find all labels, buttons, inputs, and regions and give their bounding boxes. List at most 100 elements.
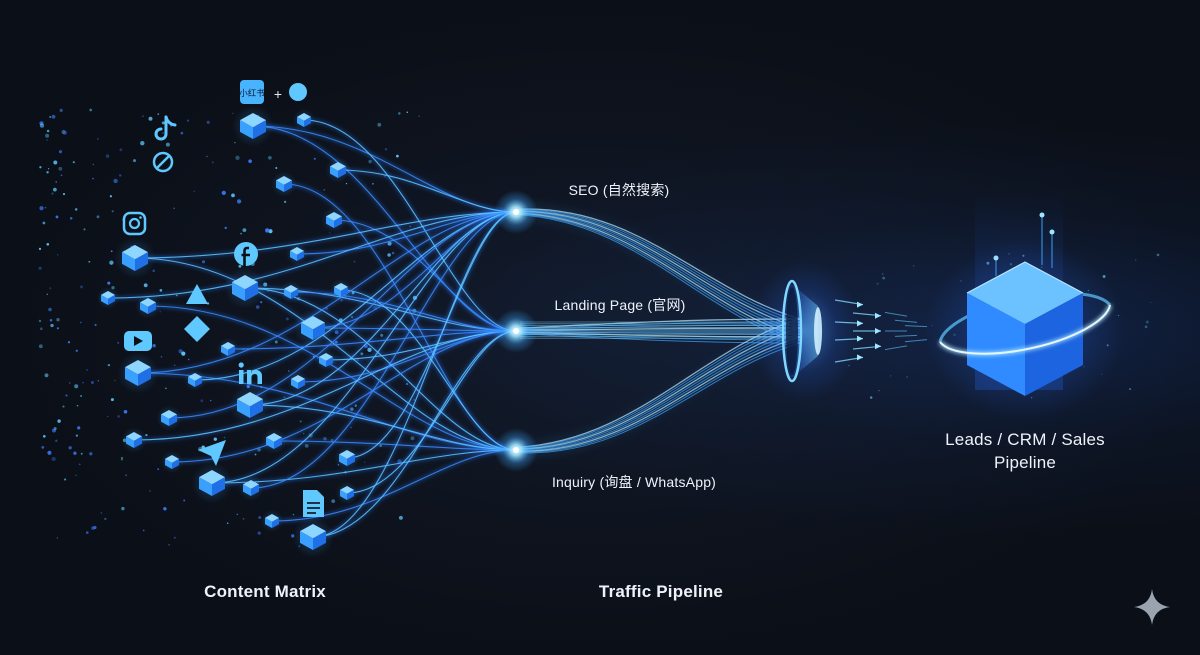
arrow-head — [857, 354, 863, 361]
cube-left — [290, 250, 297, 261]
cube-left — [221, 345, 228, 356]
cube-right — [195, 376, 202, 387]
cube-right — [253, 120, 266, 139]
arrow-head — [875, 343, 881, 350]
arrow-head — [857, 301, 863, 308]
inflow-arrows — [834, 299, 928, 363]
particle — [119, 174, 122, 177]
particle — [213, 437, 217, 441]
cube-right — [341, 286, 348, 297]
content-cube — [114, 237, 156, 279]
particle — [254, 453, 257, 456]
cube-right — [338, 166, 346, 178]
particle — [46, 129, 50, 133]
particle — [304, 444, 309, 448]
cube-left — [301, 322, 313, 340]
fan-curve — [211, 449, 517, 484]
cube-right — [245, 282, 258, 301]
particle — [90, 381, 94, 384]
particle — [46, 293, 48, 295]
particle — [1129, 388, 1132, 391]
triangle-icon — [186, 284, 208, 304]
cube-right — [297, 250, 304, 261]
particle — [89, 452, 93, 456]
cube-left — [297, 116, 304, 127]
particle — [240, 232, 242, 235]
particle — [92, 177, 94, 180]
particle — [39, 123, 45, 128]
fan-curve — [133, 330, 517, 441]
crm-cube-icon — [925, 190, 1125, 420]
particle — [391, 251, 395, 255]
particle — [334, 340, 338, 344]
particle — [173, 536, 176, 539]
particle — [353, 260, 356, 263]
particle — [354, 404, 357, 407]
particle — [1135, 259, 1137, 261]
cube-left — [240, 120, 253, 139]
particle — [313, 157, 316, 160]
particle — [49, 287, 52, 290]
particle — [60, 174, 63, 177]
cube-top — [161, 410, 177, 419]
particle — [242, 228, 247, 232]
particle — [100, 512, 103, 514]
fan-curve — [171, 330, 517, 463]
particle — [75, 349, 78, 352]
cube-top — [319, 353, 333, 361]
cube-right — [108, 294, 115, 305]
particle — [231, 193, 235, 198]
particle — [76, 404, 79, 407]
cube-right — [304, 116, 311, 127]
cube-top — [301, 316, 325, 330]
content-matrix-label: Content Matrix — [204, 582, 326, 601]
particle — [57, 419, 61, 423]
particle — [409, 225, 411, 228]
particle — [1156, 253, 1160, 257]
particle — [206, 155, 208, 158]
particle — [120, 458, 123, 461]
cube-top — [221, 342, 235, 350]
particle — [160, 355, 163, 358]
cube-right — [272, 517, 279, 528]
send-icon — [198, 440, 226, 466]
arrow-head — [875, 312, 881, 319]
particle — [80, 285, 83, 289]
particle — [360, 352, 364, 356]
cube-right — [138, 367, 151, 386]
particle — [123, 410, 128, 414]
particle — [107, 363, 111, 367]
cube-right — [212, 477, 225, 496]
particle — [142, 529, 145, 532]
cube-right — [134, 436, 142, 448]
particle — [152, 344, 156, 348]
particle — [91, 526, 95, 530]
cube-top — [266, 433, 282, 442]
particle — [53, 160, 58, 165]
cube-left — [165, 458, 172, 469]
particle — [117, 341, 120, 344]
particle — [62, 193, 66, 196]
particle — [143, 283, 148, 288]
particle — [109, 195, 113, 198]
particle — [88, 260, 91, 263]
content-cube — [216, 337, 240, 361]
cube-right — [135, 252, 148, 271]
particle — [107, 281, 111, 285]
content-cube — [238, 475, 264, 501]
content-cube — [135, 293, 161, 319]
arrow-line — [894, 319, 918, 323]
svg-text:小红书: 小红书 — [239, 88, 265, 99]
particle — [1145, 320, 1149, 324]
particle — [119, 148, 123, 152]
content-cube — [117, 352, 159, 394]
particle — [58, 150, 63, 154]
fan-curve — [303, 119, 517, 332]
cube-left — [339, 454, 347, 466]
content-cube — [261, 428, 287, 454]
particle — [51, 192, 54, 195]
cube-left — [265, 517, 272, 528]
particle — [1150, 302, 1152, 304]
cube-left — [326, 216, 334, 228]
content-cube — [96, 286, 120, 310]
